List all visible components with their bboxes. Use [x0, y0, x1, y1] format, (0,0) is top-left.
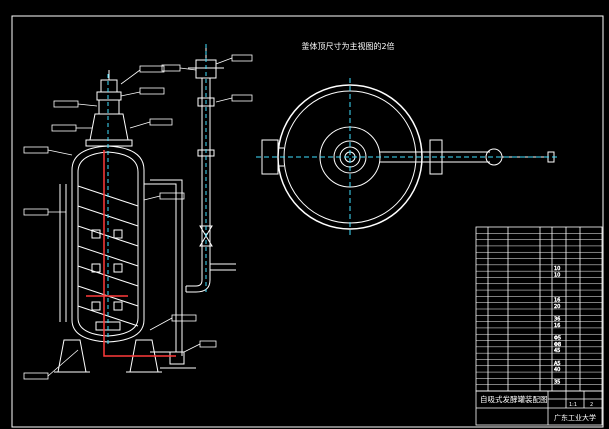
drawing-frame	[11, 15, 604, 428]
scale-label: 1:1	[569, 402, 577, 408]
side-piping-callouts	[161, 54, 253, 103]
air-inlet-pipe	[86, 150, 176, 357]
sheet-label: 2	[590, 402, 593, 408]
side-piping-column	[185, 44, 236, 293]
top-view-note: 釜体顶尺寸为主视图的2倍	[301, 41, 394, 51]
bom-value: 36	[554, 317, 560, 323]
bom-value: 20	[554, 304, 560, 310]
drawing-name: 自吸式发酵罐装配图	[480, 394, 548, 404]
bom-value: Φ5	[554, 336, 561, 342]
bom-value: 10	[554, 266, 560, 272]
bom-value: A5	[554, 361, 561, 367]
bom-value: 16	[554, 323, 560, 329]
bom-value: 10	[554, 272, 560, 278]
bom-value: 16	[554, 298, 560, 304]
bom-value: 40	[554, 367, 560, 373]
top-view-centerlines	[256, 78, 560, 236]
school-name: 广东工业大学	[554, 413, 596, 422]
bom-value: 45	[554, 348, 560, 354]
front-view-callouts	[23, 65, 217, 380]
fermenter-front-view	[54, 70, 196, 373]
bom-value: Φ8	[554, 342, 561, 348]
title-block	[475, 390, 603, 426]
bom-value: 35	[554, 380, 560, 386]
